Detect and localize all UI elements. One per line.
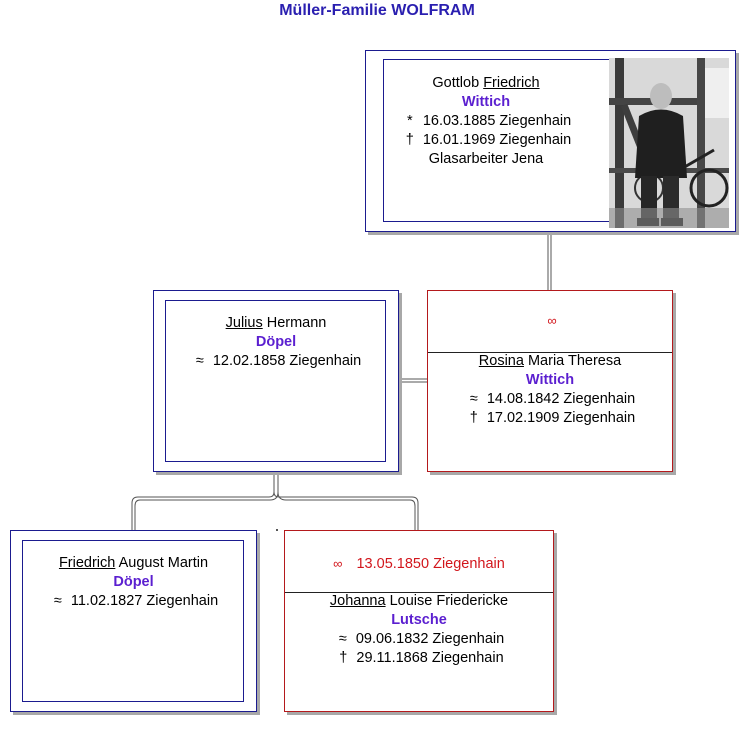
baptism-date-place: 11.02.1827 Ziegenhain xyxy=(70,593,219,609)
person-given-names: Johanna Louise Friedericke xyxy=(285,592,553,611)
given-name-call: Johanna xyxy=(329,593,386,609)
person-given-names: Julius Hermann xyxy=(154,314,398,333)
person-text-johanna: Johanna Louise Friedericke Lutsche ≈ 09.… xyxy=(285,592,553,668)
person-given-names: Friedrich August Martin xyxy=(11,554,256,573)
given-name-rest: Louise Friedericke xyxy=(389,593,509,609)
marriage-line: ∞ 13.05.1850 Ziegenhain xyxy=(285,554,553,574)
death-date-place: 16.01.1969 Ziegenhain xyxy=(422,132,572,148)
death-line: † 17.02.1909 Ziegenhain xyxy=(428,409,672,428)
given-name-call: Rosina xyxy=(478,353,524,369)
person-card-friedrich-doepel[interactable]: Friedrich August Martin Döpel ≈ 11.02.18… xyxy=(10,530,257,712)
baptism-line: ≈ 09.06.1832 Ziegenhain xyxy=(285,630,553,649)
person-card-inner-frame xyxy=(165,300,386,462)
person-card-rosina-wittich[interactable]: ∞ Rosina Maria Theresa Wittich ≈ 14.08.1… xyxy=(427,290,673,472)
death-cross-icon: † xyxy=(469,410,478,426)
given-name-call: Julius xyxy=(225,315,263,331)
given-name-call: Friedrich xyxy=(483,75,540,91)
person-surname: Wittich xyxy=(525,372,575,388)
given-name-rest: Maria Theresa xyxy=(527,353,622,369)
baptism-date-place: 12.02.1858 Ziegenhain xyxy=(212,353,362,369)
baptism-line: ≈ 12.02.1858 Ziegenhain xyxy=(154,352,398,371)
baptism-symbol-icon: ≈ xyxy=(469,391,478,407)
baptism-symbol-icon: ≈ xyxy=(195,353,204,369)
occupation: Glasarbeiter Jena xyxy=(428,151,544,167)
death-line: † 29.11.1868 Ziegenhain xyxy=(285,649,553,668)
baptism-date-place: 09.06.1832 Ziegenhain xyxy=(355,631,505,647)
person-text-julius: Julius Hermann Döpel ≈ 12.02.1858 Ziegen… xyxy=(154,314,398,371)
person-surname: Döpel xyxy=(255,334,297,350)
given-name-rest: August Martin xyxy=(118,555,209,571)
baptism-symbol-icon: ≈ xyxy=(53,593,62,609)
marriage-date-place: 13.05.1850 Ziegenhain xyxy=(356,556,505,572)
person-text-rosina: Rosina Maria Theresa Wittich ≈ 14.08.184… xyxy=(428,352,672,428)
marriage-rings-icon: ∞ xyxy=(333,556,343,571)
given-name-first: Gottlob xyxy=(432,75,480,91)
baptism-date-place: 14.08.1842 Ziegenhain xyxy=(486,391,636,407)
birth-date-place: 16.03.1885 Ziegenhain xyxy=(422,113,572,129)
person-text-gottlob: Gottlob Friedrich Wittich * 16.03.1885 Z… xyxy=(383,74,589,169)
person-card-julius-doepel[interactable]: Julius Hermann Döpel ≈ 12.02.1858 Ziegen… xyxy=(153,290,399,472)
birth-line: * 16.03.1885 Ziegenhain xyxy=(383,112,589,131)
death-cross-icon: † xyxy=(405,132,414,148)
death-date-place: 29.11.1868 Ziegenhain xyxy=(356,650,504,666)
person-surname: Wittich xyxy=(461,94,511,110)
birth-symbol-icon: * xyxy=(406,113,413,129)
person-card-inner-frame xyxy=(22,540,244,702)
death-date-place: 17.02.1909 Ziegenhain xyxy=(486,410,636,426)
page-title: Müller-Familie WOLFRAM xyxy=(279,2,475,19)
person-surname: Döpel xyxy=(113,574,154,590)
baptism-line: ≈ 14.08.1842 Ziegenhain xyxy=(428,390,672,409)
person-card-johanna-lutsche[interactable]: ∞ 13.05.1850 Ziegenhain Johanna Louise F… xyxy=(284,530,554,712)
card-divider xyxy=(285,592,553,593)
death-line: † 16.01.1969 Ziegenhain xyxy=(383,131,589,150)
given-name-call: Friedrich xyxy=(58,555,116,571)
card-divider xyxy=(428,352,672,353)
person-given-names: Rosina Maria Theresa xyxy=(428,352,672,371)
given-name-rest: Hermann xyxy=(266,315,327,331)
death-cross-icon: † xyxy=(339,650,348,666)
portrait-photo xyxy=(609,58,729,228)
marriage-line: ∞ xyxy=(428,313,672,329)
baptism-symbol-icon: ≈ xyxy=(338,631,347,647)
person-given-names: Gottlob Friedrich xyxy=(383,74,589,93)
baptism-line: ≈ 11.02.1827 Ziegenhain xyxy=(11,592,256,611)
person-text-friedrich: Friedrich August Martin Döpel ≈ 11.02.18… xyxy=(11,554,256,611)
marriage-rings-icon: ∞ xyxy=(547,313,557,328)
person-surname: Lutsche xyxy=(391,612,447,628)
